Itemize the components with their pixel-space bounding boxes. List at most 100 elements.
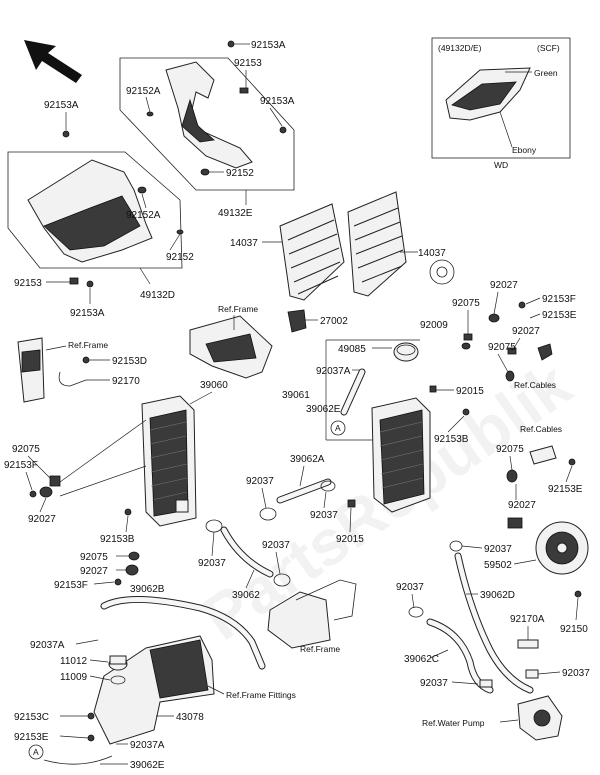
label-39062D: 39062D [480, 590, 515, 601]
grommet-icon [137, 186, 147, 194]
hose-clamp-icon [273, 573, 291, 587]
label-39061: 39061 [282, 390, 310, 401]
label-92009: 92009 [420, 320, 448, 331]
label-92153F-r: 92153F [542, 294, 576, 305]
label-92153B-r: 92153B [434, 434, 469, 445]
label-92150: 92150 [560, 624, 588, 635]
frame-left-icon [17, 337, 45, 403]
hose-39062-icon [220, 526, 274, 578]
label-92152A-left: 92152A [126, 210, 161, 221]
bolt-icon [86, 280, 94, 288]
inset-color-green: Green [534, 68, 558, 78]
tank-cap-icon [108, 655, 128, 671]
hose-clip-icon [58, 371, 87, 387]
vent-cap-icon [461, 342, 471, 350]
label-92037A-b: 92037A [130, 740, 165, 751]
bolt-icon [29, 490, 37, 498]
label-92015-c: 92015 [336, 534, 364, 545]
label-92153E-r2: 92153E [548, 484, 583, 495]
label-92037-c3: 92037 [198, 558, 226, 569]
rubber-mount-icon [39, 486, 53, 498]
bolt-icon [87, 734, 95, 742]
ref-water-pump: Ref.Water Pump [422, 718, 485, 728]
shroud-group-outline [7, 151, 183, 269]
label-92153E-r1: 92153E [542, 310, 577, 321]
label-92027-r1: 92027 [490, 280, 518, 291]
label-92153C: 92153C [14, 712, 49, 723]
hose-clamp-icon [449, 540, 463, 552]
bolt-icon [124, 508, 132, 516]
label-11012: 11012 [60, 656, 88, 667]
label-92037A-l: 92037A [30, 640, 65, 651]
label-39062A: 39062A [290, 454, 325, 465]
grommet-icon [146, 111, 154, 117]
label-92152-left: 92152 [166, 252, 194, 263]
label-92027-l: 92027 [28, 514, 56, 525]
label-92027-r2: 92027 [512, 326, 540, 337]
grommet-icon [176, 229, 184, 235]
label-92153E-l: 92153E [14, 732, 49, 743]
label-92152-top: 92152 [226, 168, 254, 179]
callout-a: A [335, 423, 341, 433]
bolt-icon [462, 408, 470, 416]
label-92152A-top: 92152A [126, 86, 161, 97]
label-92170A: 92170A [510, 614, 545, 625]
label-92153A-top: 92153A [251, 40, 286, 51]
bolt-icon [87, 712, 95, 720]
label-43078: 43078 [176, 712, 204, 723]
label-92153D: 92153D [112, 356, 147, 367]
bolt-icon [114, 578, 122, 586]
label-14037-right: 14037 [418, 248, 446, 259]
label-92037A-c: 92037A [316, 366, 351, 377]
clip-icon [429, 385, 437, 393]
label-92153-left: 92153 [14, 278, 42, 289]
label-49132E: 49132E [218, 208, 253, 219]
ref-frame-left: Ref.Frame [68, 340, 108, 350]
clamp-icon [537, 343, 553, 361]
cable-guide-icon [529, 445, 557, 465]
ref-frame-mid: Ref.Frame [300, 644, 340, 654]
collar-icon [463, 333, 473, 341]
label-92015-r: 92015 [456, 386, 484, 397]
label-92075-r3: 92075 [496, 444, 524, 455]
grommet-icon [200, 168, 210, 176]
ref-cables-2: Ref.Cables [520, 424, 562, 434]
ref-cables-1: Ref.Cables [514, 380, 556, 390]
radiator-grille-right-icon [347, 191, 407, 297]
bolt-icon [82, 356, 90, 364]
label-39062C: 39062C [404, 654, 439, 665]
label-39060: 39060 [200, 380, 228, 391]
label-92027-l2: 92027 [80, 566, 108, 577]
label-92170: 92170 [112, 376, 140, 387]
label-92075-l: 92075 [12, 444, 40, 455]
radiator-right-icon [371, 397, 431, 513]
shroud-bracket-icon [165, 61, 253, 169]
callout-a-icon [330, 420, 346, 436]
inset-footer: WD [494, 160, 508, 170]
inset-color-ebony: Ebony [512, 145, 537, 155]
rubber-mount-icon [488, 313, 500, 323]
collar-icon [49, 475, 61, 487]
screw-icon [239, 87, 249, 94]
hose-clamp-icon [408, 606, 424, 618]
bolt-icon [279, 126, 287, 134]
ref-frame-fittings: Ref.Frame Fittings [226, 690, 296, 700]
collar-icon [128, 551, 140, 561]
label-59502: 59502 [484, 560, 512, 571]
hose-39062D-icon [454, 552, 534, 694]
label-92037-c2: 92037 [310, 510, 338, 521]
ref-frame-top: Ref.Frame [218, 304, 258, 314]
label-92153F-l2: 92153F [54, 580, 88, 591]
screw-icon [507, 347, 517, 355]
cooling-fan-icon [535, 521, 589, 575]
overflow-pipe-icon [340, 368, 366, 416]
label-92027-r3: 92027 [508, 500, 536, 511]
label-92037-r5: 92037 [420, 678, 448, 689]
label-27002: 27002 [320, 316, 348, 327]
hose-clamp-icon [479, 679, 493, 688]
hose-clamp-icon [525, 669, 539, 679]
label-92153-top: 92153 [234, 58, 262, 69]
label-92037-r3: 92037 [396, 582, 424, 593]
inset-header-right: (SCF) [537, 43, 560, 53]
